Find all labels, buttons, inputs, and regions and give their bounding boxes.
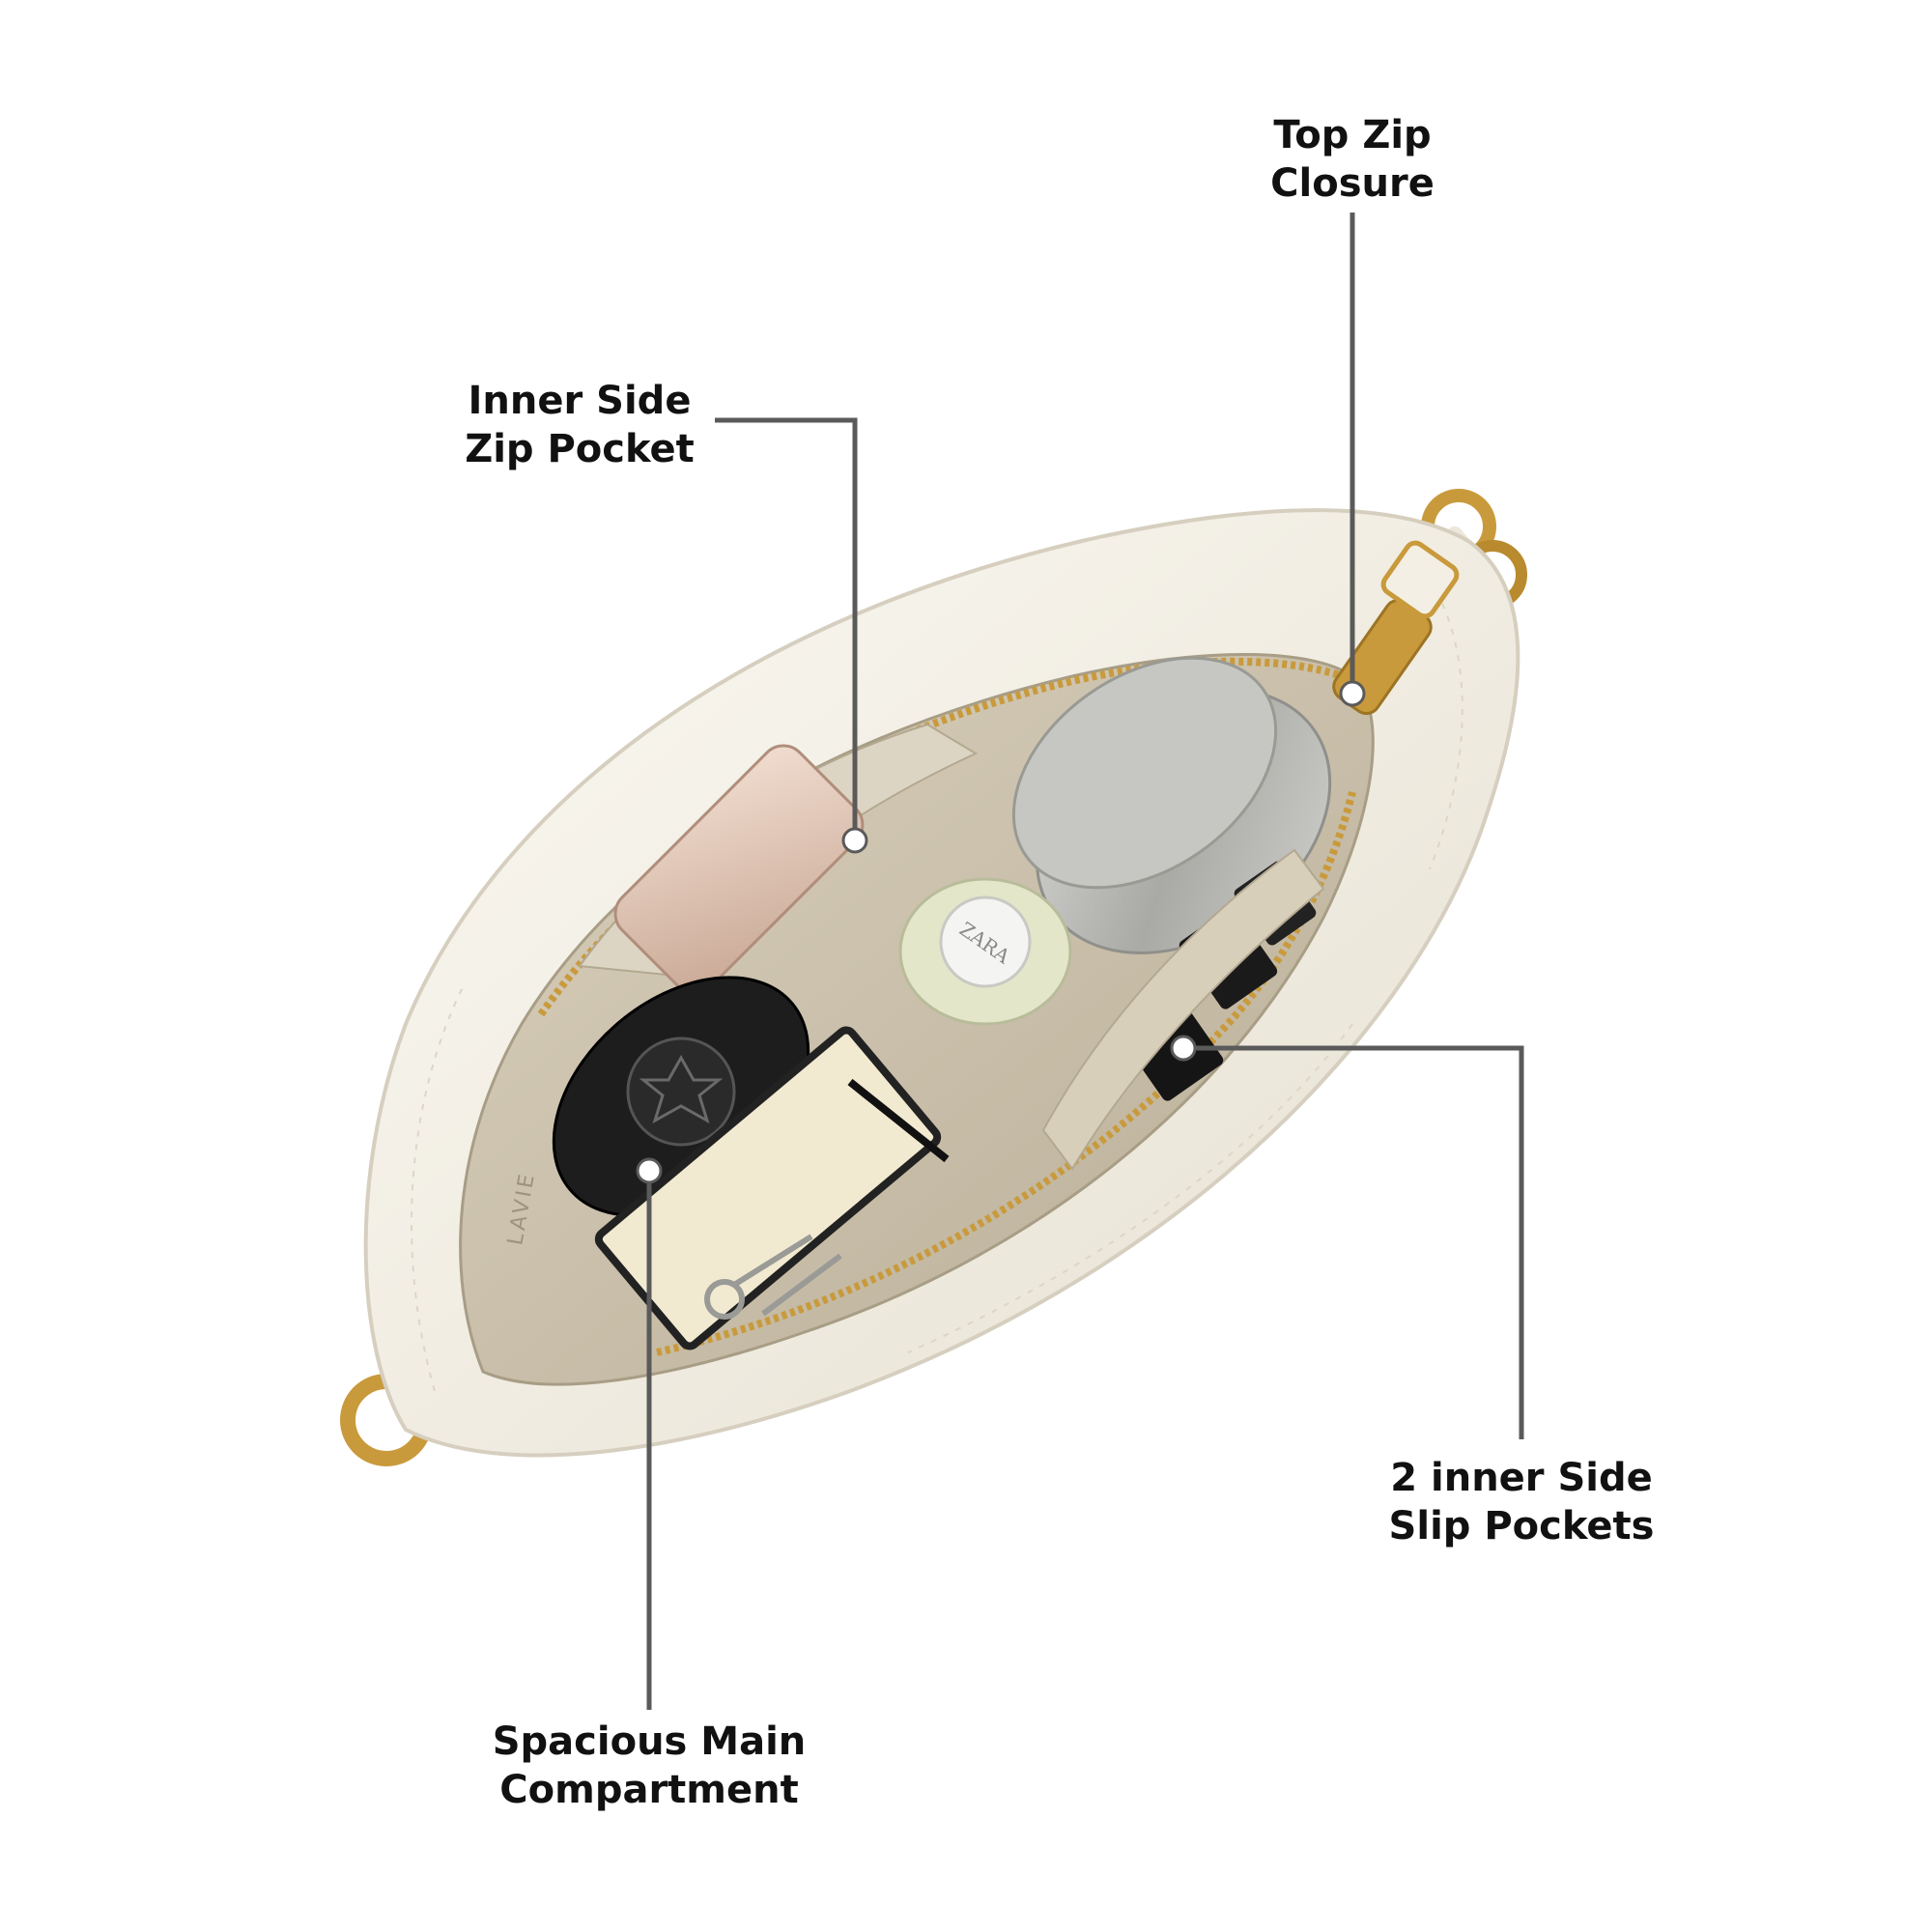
notebook <box>594 1026 950 1350</box>
marker-slip-pockets <box>1170 1035 1197 1062</box>
leader-inner-zip <box>715 417 858 840</box>
label-slip-line1: 2 inner Side <box>1390 1456 1653 1500</box>
marker-inner-zip <box>841 827 868 854</box>
label-slip-line2: Slip Pockets <box>1388 1504 1655 1548</box>
label-top-zip-line1: Top Zip <box>1273 113 1432 157</box>
slip-pocket-panel <box>1041 848 1325 1171</box>
callout-markers <box>636 680 1366 1184</box>
label-spacious-main-compartment: Spacious Main Compartment <box>473 1718 825 1814</box>
label-main-line1: Spacious Main <box>492 1719 807 1764</box>
perfume-bottle: ZARA <box>898 877 1072 1026</box>
quilt-stitching <box>411 579 1463 1392</box>
leader-slip-pockets <box>1183 1045 1524 1439</box>
label-top-zip-line2: Closure <box>1270 161 1435 206</box>
label-top-zip-closure: Top Zip Closure <box>1256 111 1449 208</box>
marker-main <box>636 1157 663 1184</box>
label-inner-side-zip-pocket: Inner Side Zip Pocket <box>449 377 710 473</box>
label-inner-zip-line2: Zip Pocket <box>465 427 695 471</box>
marker-top-zip <box>1339 680 1366 707</box>
leader-lines <box>646 213 1524 1710</box>
label-inner-side-slip-pockets: 2 inner Side Slip Pockets <box>1372 1454 1671 1550</box>
phone <box>613 744 865 995</box>
label-inner-zip-line1: Inner Side <box>468 379 692 423</box>
keys <box>704 1234 842 1320</box>
label-main-line2: Compartment <box>499 1768 799 1812</box>
